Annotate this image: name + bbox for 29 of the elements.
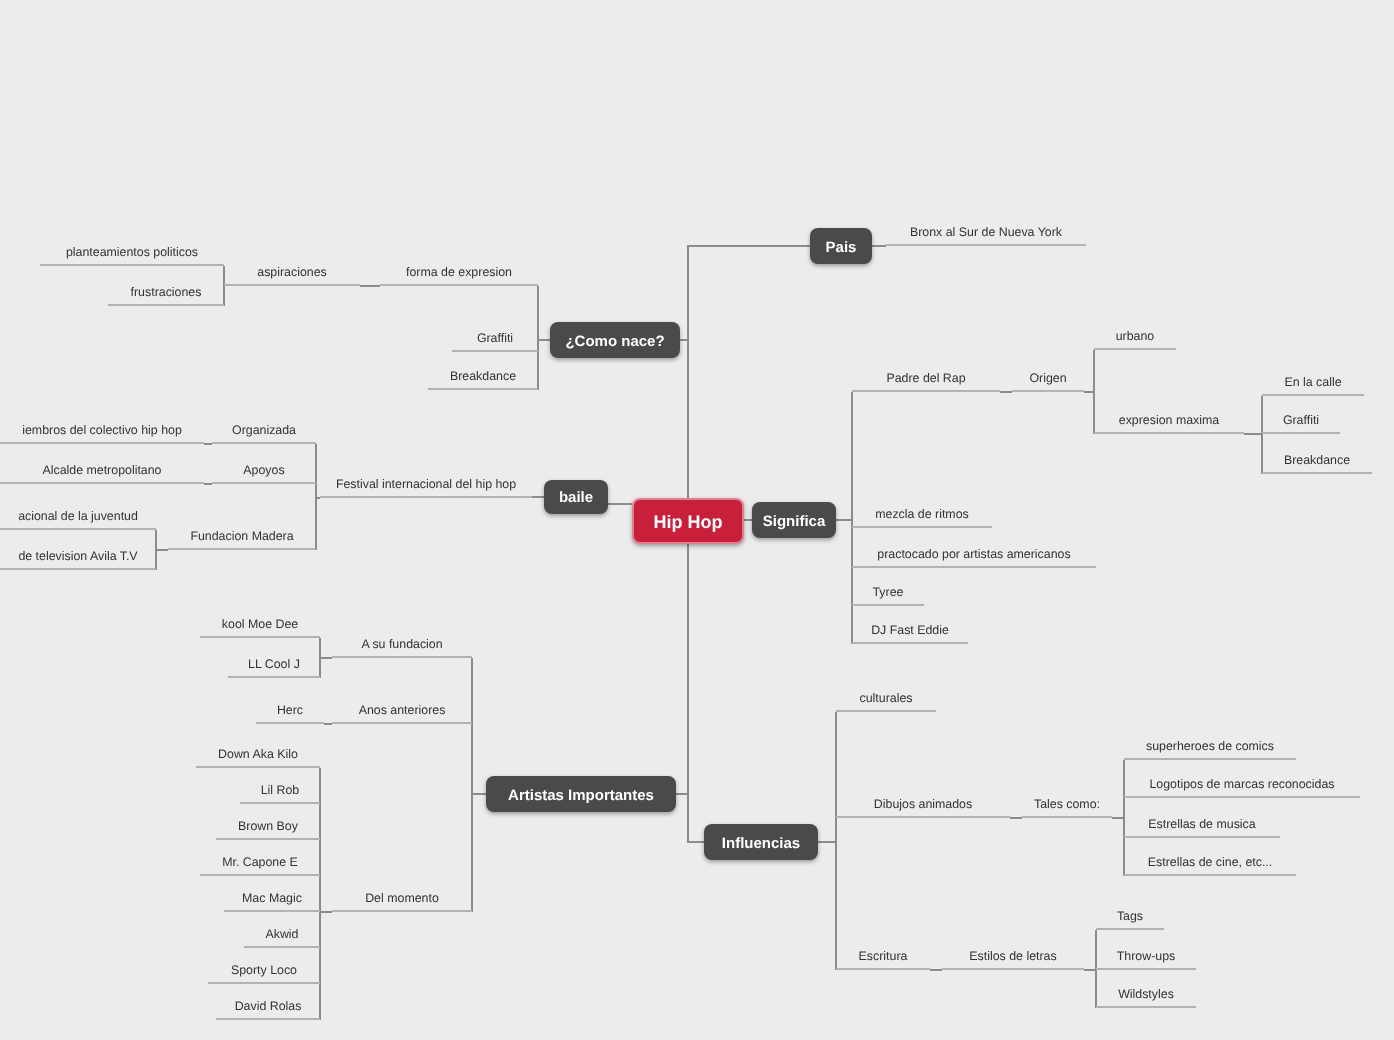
connector-line — [537, 339, 551, 391]
connector-line — [315, 497, 321, 551]
connector-line — [835, 519, 853, 645]
connector-line — [319, 911, 333, 1021]
connector-line — [817, 841, 837, 971]
connector-line — [323, 723, 333, 725]
connector-line — [929, 969, 943, 971]
connector-line — [687, 543, 705, 843]
connector-line — [679, 339, 689, 499]
connector-line — [359, 285, 381, 287]
connector-line — [1083, 969, 1097, 1009]
connector-line — [203, 483, 213, 485]
connector-line — [1009, 817, 1023, 819]
connector-line — [743, 519, 753, 521]
connector-line — [471, 793, 487, 913]
connector-line — [871, 245, 887, 247]
connector-line — [223, 285, 225, 307]
connector-line — [999, 391, 1013, 393]
connector-line — [315, 483, 321, 499]
central-topic-box: Hip Hop — [632, 498, 744, 544]
connector-line — [607, 503, 633, 505]
connector-line — [531, 496, 545, 499]
connector-line — [1083, 391, 1095, 435]
connector-line — [203, 443, 213, 445]
connector-line — [223, 265, 225, 287]
connector-line — [1111, 817, 1125, 877]
connector-line — [1243, 433, 1263, 475]
connector-line — [155, 549, 169, 571]
connector-line — [319, 657, 333, 679]
